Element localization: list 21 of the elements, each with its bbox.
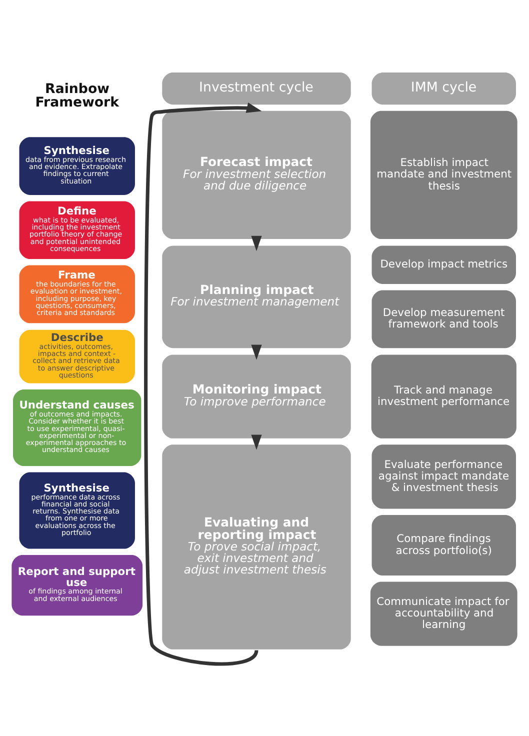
node-box: Develop measurement framework and tools [372, 290, 516, 348]
node-box: Define what is to be evaluated, including the investment portfolio theory of change and potential unintended consequences [19, 200, 135, 259]
node-box: Synthesise data from previous research and evidence. Extrapolate findings to current situation [19, 136, 135, 194]
node-box: Evaluating and reporting impact To prove social impact, exit investment and adjust investment thesis [162, 444, 351, 649]
label: Rainbow Framework [35, 82, 120, 110]
node-box: Communicate impact for accountability and learning [370, 581, 518, 646]
node-box: Evaluate performance against impact mandate & investment thesis [372, 444, 516, 508]
arrow [251, 235, 262, 251]
node-box: Frame the boundaries for the evaluation or investment, including purpose, key questions, consumers, criteria and standards [19, 264, 135, 323]
node-box: Investment cycle [162, 72, 351, 104]
node-box: Compare findings across portfolio(s) [372, 514, 516, 576]
node-box: Describe activities, outcomes, impacts and context - collect and retrieve data to answer descriptive questions [19, 329, 135, 383]
arrow [251, 434, 262, 450]
node-box: Establish impact mandate and investment thesis [370, 110, 518, 239]
node-box: Track and manage investment performance [371, 354, 516, 438]
node-box: Report and support use of findings among internal and external audiences [12, 554, 143, 616]
node-box: Synthesise performance data across financial and social returns. Synthesise data from one or more evaluations across the portfolio [19, 472, 135, 548]
node-box: IMM cycle [372, 72, 516, 104]
node-box: Develop impact metrics [372, 245, 516, 284]
arrow [251, 344, 262, 360]
node-box: Understand causes of outcomes and impacts. Consider whether it is best to use experimental, quasi-experimental or non-experimental approaches to understand causes [13, 388, 142, 466]
